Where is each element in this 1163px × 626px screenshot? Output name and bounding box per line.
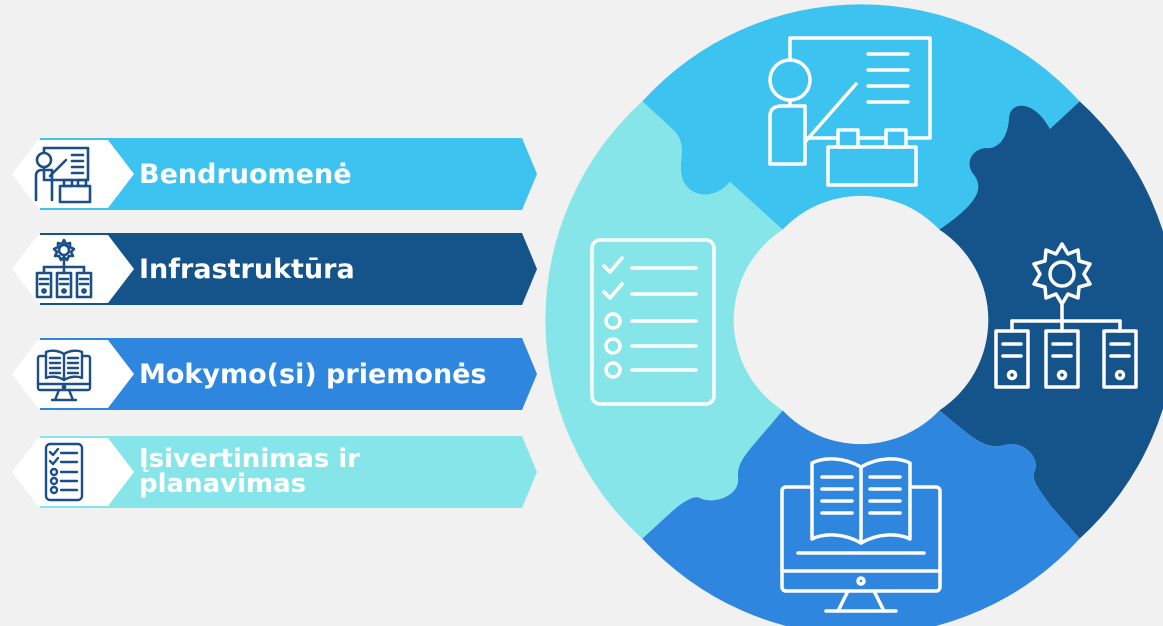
teacher-presentation-icon (34, 146, 92, 204)
legend-item-mokymo-priemones: Mokymo(si) priemonės (12, 338, 537, 410)
legend-label: Įsivertinimas ir planavimas (139, 444, 361, 499)
legend-item-bendruomene: Bendruomenė (12, 138, 537, 210)
gear-network-icon (35, 238, 93, 299)
legend-label: Infrastruktūra (139, 253, 355, 285)
legend-banner (12, 233, 537, 305)
computer-book-icon (780, 457, 942, 613)
checklist-icon (44, 442, 84, 502)
checklist-icon (590, 238, 716, 406)
puzzle-segment-bendruomene (642, 4, 1080, 230)
computer-book-icon (36, 349, 92, 402)
legend-item-infrastruktura: Infrastruktūra (12, 233, 537, 305)
gear-network-icon (994, 242, 1138, 389)
legend-item-isivertinimas: Įsivertinimas ir planavimas (12, 436, 537, 508)
legend-label: Bendruomenė (139, 158, 352, 190)
teacher-presentation-icon (768, 36, 932, 187)
legend-label: Mokymo(si) priemonės (139, 358, 487, 390)
